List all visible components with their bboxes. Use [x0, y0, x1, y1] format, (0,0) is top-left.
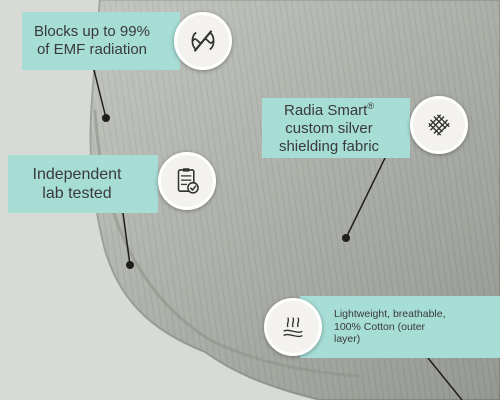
callout-lab-tested: Independent lab tested [8, 155, 158, 213]
leader-emf [93, 69, 107, 119]
lab-line-1: Independent [32, 165, 122, 183]
pointer-dot-lab [126, 261, 134, 269]
fabric-brand: Radia Smart [283, 101, 368, 119]
callout-cotton-layer: Lightweight, breathable, 100% Cotton (ou… [300, 296, 500, 358]
leader-lab [122, 212, 131, 266]
clipboard-check-icon [158, 152, 216, 210]
clipboard-check-icon-graphic [177, 168, 199, 194]
fabric-line-3: shielding fabric [278, 137, 380, 155]
emf-shield-icon [174, 12, 232, 70]
emf-line-2: of EMF radiation [36, 41, 148, 58]
breathable-fabric-icon [264, 298, 322, 356]
leader-cotton [427, 357, 463, 400]
registered-mark: ® [367, 100, 374, 111]
cotton-line-1: Lightweight, breathable, [334, 308, 446, 321]
leader-fabric [345, 157, 386, 239]
emf-shield-icon-graphic [191, 30, 215, 52]
breathable-fabric-icon-graphic [283, 317, 303, 338]
emf-line-1: Blocks up to 99% [34, 23, 150, 40]
cotton-line-2: 100% Cotton (outer [334, 320, 426, 333]
silver-mesh-icon-graphic [428, 114, 450, 136]
fabric-line-1: Radia Smart® [262, 101, 396, 120]
pointer-dot-fabric [342, 234, 350, 242]
fabric-line-2: custom silver [285, 119, 373, 137]
callout-emf-blocking: Blocks up to 99% of EMF radiation [22, 12, 180, 70]
silver-mesh-icon [410, 96, 468, 154]
pointer-dot-emf [102, 114, 110, 122]
callout-silver-fabric: Radia Smart® custom silver shielding fab… [262, 98, 410, 158]
lab-line-2: lab tested [42, 185, 112, 202]
cotton-line-3: layer) [334, 333, 361, 346]
